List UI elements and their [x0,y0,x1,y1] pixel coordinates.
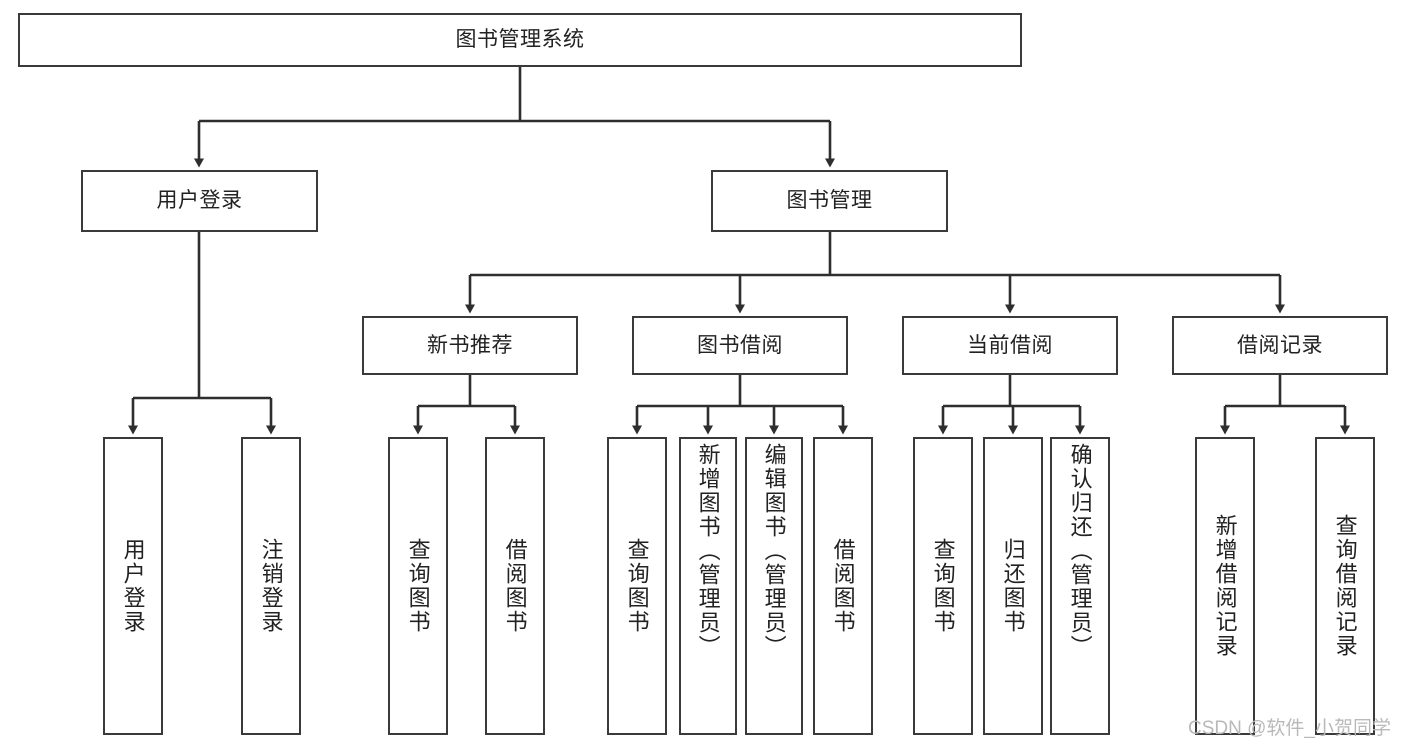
node-book-borrow-label: 图书借阅 [697,333,783,357]
leaf-new-book-query-label: 查询图书 [405,538,431,634]
leaf-current-query-book[interactable]: 查询图书 [913,437,973,735]
node-current-borrow[interactable]: 当前借阅 [902,316,1118,375]
leaf-record-add[interactable]: 新增借阅记录 [1195,437,1255,735]
leaf-borrow-query-book[interactable]: 查询图书 [607,437,667,735]
leaf-current-confirm-return-label: 确认归还（管理员） [1067,443,1093,659]
leaf-record-add-label: 新增借阅记录 [1212,514,1238,658]
leaf-current-return-book-label: 归还图书 [1000,538,1026,634]
leaf-user-login-login-label: 用户登录 [120,538,146,634]
leaf-user-login-logout[interactable]: 注销登录 [241,437,301,735]
leaf-user-login-logout-label: 注销登录 [258,538,284,634]
node-new-book-recommend[interactable]: 新书推荐 [362,316,578,375]
node-book-management-label: 图书管理 [786,189,873,213]
leaf-borrow-edit-book[interactable]: 编辑图书（管理员） [745,437,803,735]
node-user-login-label: 用户登录 [156,189,243,213]
leaf-borrow-add-book-label: 新增图书（管理员） [695,443,721,659]
leaf-new-book-borrow[interactable]: 借阅图书 [485,437,545,735]
node-current-borrow-label: 当前借阅 [967,333,1053,357]
node-root-label: 图书管理系统 [455,28,585,52]
leaf-borrow-borrow-book[interactable]: 借阅图书 [813,437,873,735]
leaf-borrow-edit-book-label: 编辑图书（管理员） [761,443,787,659]
node-book-management[interactable]: 图书管理 [711,170,948,232]
leaf-current-confirm-return[interactable]: 确认归还（管理员） [1050,437,1110,735]
node-borrow-record-label: 借阅记录 [1237,333,1323,357]
leaf-user-login-login[interactable]: 用户登录 [103,437,163,735]
leaf-record-query-label: 查询借阅记录 [1332,514,1358,658]
leaf-new-book-query[interactable]: 查询图书 [388,437,448,735]
leaf-new-book-borrow-label: 借阅图书 [502,538,528,634]
csdn-watermark: CSDN @软件_小贺同学 [1188,718,1391,739]
node-root[interactable]: 图书管理系统 [18,13,1022,67]
node-book-borrow[interactable]: 图书借阅 [632,316,848,375]
leaf-borrow-add-book[interactable]: 新增图书（管理员） [679,437,737,735]
leaf-current-return-book[interactable]: 归还图书 [983,437,1043,735]
leaf-borrow-borrow-book-label: 借阅图书 [830,538,856,634]
node-new-book-recommend-label: 新书推荐 [427,333,513,357]
node-borrow-record[interactable]: 借阅记录 [1172,316,1388,375]
leaf-borrow-query-book-label: 查询图书 [624,538,650,634]
leaf-record-query[interactable]: 查询借阅记录 [1315,437,1375,735]
node-user-login[interactable]: 用户登录 [81,170,318,232]
leaf-current-query-book-label: 查询图书 [930,538,956,634]
